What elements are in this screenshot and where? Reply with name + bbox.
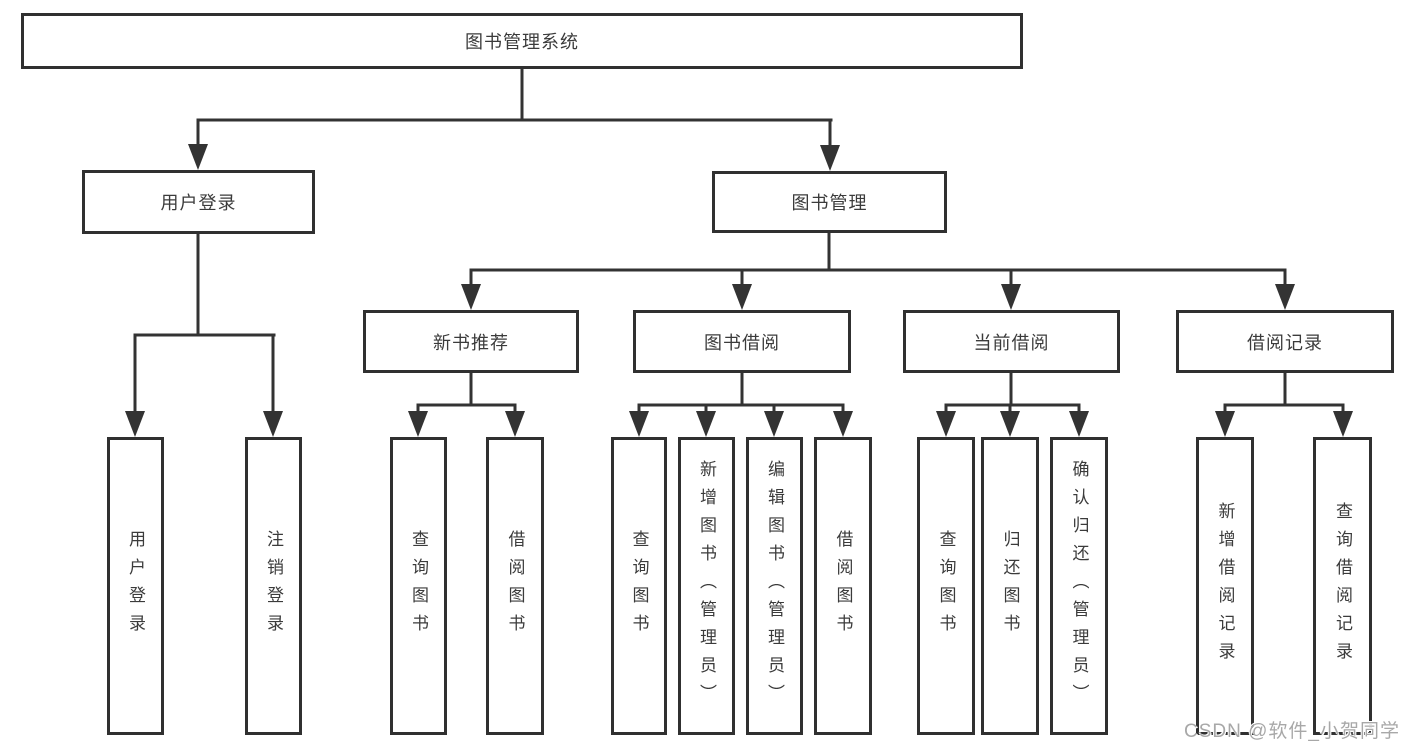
- leaf-edit-books-admin: 编辑图书（管理员）: [746, 437, 803, 735]
- connector-user-login-to-leaves: [125, 230, 283, 437]
- node-new-book-recommend: 新书推荐: [363, 310, 579, 373]
- connector-new-books-to-leaves: [408, 370, 525, 437]
- leaf-logout: 注销登录: [245, 437, 302, 735]
- leaf-borrow-books: 借阅图书: [814, 437, 872, 735]
- leaf-query-books-current: 查询图书: [917, 437, 975, 735]
- leaf-query-books-borrow: 查询图书: [611, 437, 667, 735]
- node-book-borrow: 图书借阅: [633, 310, 851, 373]
- leaf-add-books-admin: 新增图书（管理员）: [678, 437, 735, 735]
- leaf-query-borrow-record: 查询借阅记录: [1313, 437, 1372, 735]
- leaf-query-books-recommend: 查询图书: [390, 437, 447, 735]
- connector-current-borrow-to-leaves: [936, 370, 1089, 437]
- connector-book-borrow-to-leaves: [629, 370, 853, 437]
- node-book-management: 图书管理: [712, 171, 947, 233]
- connector-root-to-level2: [188, 65, 840, 171]
- connector-borrow-records-to-leaves: [1215, 370, 1353, 437]
- connector-book-mgmt-to-level3: [461, 229, 1295, 310]
- leaf-add-borrow-record: 新增借阅记录: [1196, 437, 1254, 735]
- node-root: 图书管理系统: [21, 13, 1023, 69]
- node-user-login: 用户登录: [82, 170, 315, 234]
- leaf-confirm-return-admin: 确认归还（管理员）: [1050, 437, 1108, 735]
- leaf-user-login: 用户登录: [107, 437, 164, 735]
- leaf-return-books: 归还图书: [981, 437, 1039, 735]
- node-current-borrow: 当前借阅: [903, 310, 1120, 373]
- node-borrow-records: 借阅记录: [1176, 310, 1394, 373]
- leaf-borrow-books-recommend: 借阅图书: [486, 437, 544, 735]
- csdn-watermark: CSDN @软件_小贺同学: [1184, 721, 1400, 742]
